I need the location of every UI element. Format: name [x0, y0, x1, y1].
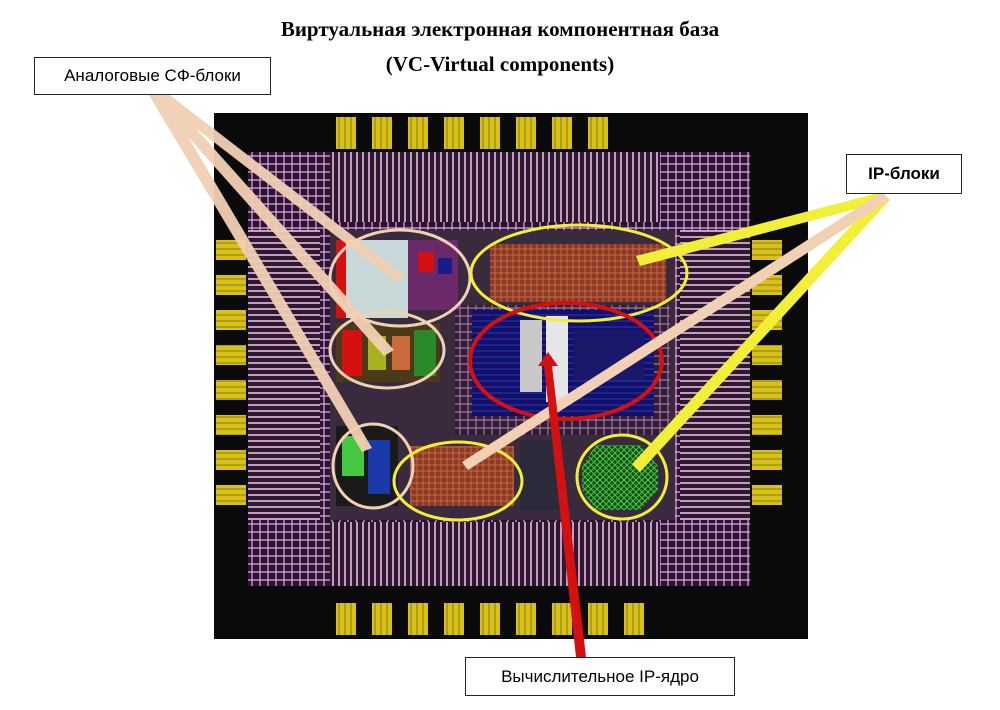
analog-ellipse-1 [328, 228, 472, 328]
ip-ellipse-bottom [392, 440, 524, 522]
title-line-1: Виртуальная электронная компонентная баз… [280, 17, 720, 41]
ip-block-bottom-side [520, 440, 560, 510]
ip-callout-lines [462, 192, 890, 472]
analog-ellipse-2 [328, 310, 446, 390]
routing-bottom [330, 522, 660, 586]
analog-callout-lines [146, 86, 405, 452]
label-ip-core: Вычислительное IP-ядро [465, 657, 735, 696]
label-analog-blocks: Аналоговые СФ-блоки [34, 57, 271, 95]
analog-block-middle [336, 324, 440, 382]
analog-markers [328, 228, 472, 510]
pads-bottom [336, 603, 644, 635]
ip-block-top [490, 244, 666, 302]
routing-top [330, 152, 660, 222]
core-arrow-head [538, 352, 558, 366]
ip-ellipse-top [469, 223, 689, 323]
ip-ellipse-green [575, 433, 669, 521]
pads-left [216, 240, 246, 505]
ip-block-bottom [410, 446, 514, 506]
core-callout-line [544, 366, 586, 657]
pads-top [336, 117, 608, 149]
label-ip-blocks: IP-блоки [846, 154, 962, 194]
core-ellipse [468, 301, 664, 421]
analog-block-bottom [336, 426, 398, 506]
analog-ellipse-3 [331, 422, 415, 510]
title-line-2: (VC-Virtual components) [385, 52, 615, 76]
ip-markers [392, 223, 689, 522]
